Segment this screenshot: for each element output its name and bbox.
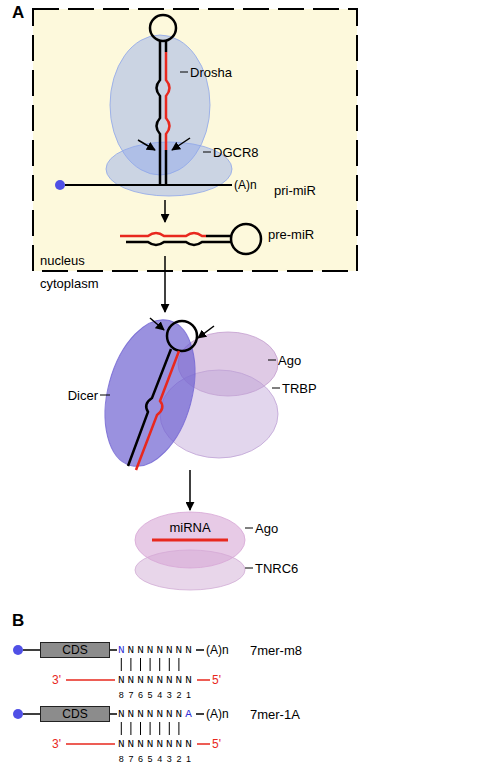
text-label: 8 [119,755,124,764]
rna-strand [206,235,232,238]
text-label: B [12,612,24,629]
text-label: A [12,4,24,21]
mirna-strand [166,52,170,150]
cap-dot [13,645,23,655]
rna-strand [165,40,168,52]
process-arrow [189,470,191,510]
mrna-line [23,713,204,715]
node-label: Ago [278,354,301,367]
cap-dot [55,180,65,190]
text-label: 6 [138,691,143,700]
node-label: CDS [62,644,87,656]
protein-shape [135,550,245,590]
text-label: 3' [52,674,61,686]
text-label: 7mer-1A [250,708,300,721]
rna-loop [231,224,261,254]
cleavage-arrow [150,318,164,330]
text-label: 3 [167,691,172,700]
text-label: 7mer-m8 [250,644,302,657]
text-label: (A)n [206,708,229,720]
rna-loop [167,321,197,351]
text-label: A [185,709,195,720]
text-label: 6 [138,755,143,764]
cleavage-arrow [172,138,190,150]
text-label: (A)n [206,644,229,656]
leader-tick [100,395,110,396]
compartment-box: nucleus DroshaDGCR8 [32,8,358,272]
base-pair-bars [121,658,179,671]
coding-region-outline [41,707,110,722]
node-label: miRNA [169,521,210,534]
mirna-strand [120,233,206,236]
node-label: Dicer [68,389,98,402]
node-label: DGCR8 [213,146,259,159]
protein-shape [135,512,245,568]
protein-ellipse: DGCR8 [106,142,232,196]
protein-ellipse: Dicer [108,318,192,468]
leader-tick [272,388,280,389]
text-label: 5' [212,738,221,750]
mirna-line [66,679,210,681]
leader-tick [245,568,253,569]
text-label: 8 [119,691,124,700]
cleavage-arrow [138,140,155,150]
compartment-outline [33,9,357,271]
rna-strand [126,242,232,245]
mirna-strand [136,351,179,470]
node-label: TRBP [282,382,317,395]
node-label: CDS [62,708,87,720]
text-label: 2 [176,691,181,700]
text-label: NNNNNNNN [118,739,195,750]
text-label: N [118,645,128,656]
step-arrow [164,256,166,312]
protein-shape [160,370,278,458]
text-label: NNNNNNN [118,709,185,720]
text-label: 2 [176,755,181,764]
rna-loop [150,15,176,41]
protein-ellipse: miRNAAgo [135,512,245,568]
coding-region-box: CDS [40,706,110,722]
cap-dot [13,709,23,719]
text-label: 5 [148,755,153,764]
text-label: NNNNNNNN [118,675,195,686]
leader-tick [203,152,211,153]
node-label: Drosha [190,66,232,79]
rna-transcript [65,184,232,186]
node-label: Ago [255,522,278,535]
mirna-strand [152,539,228,542]
leader-tick [245,528,253,529]
coding-region-box: CDS [40,642,110,658]
text-label: 5 [148,691,153,700]
text-label: 4 [157,755,162,764]
mrna-line [23,649,204,651]
text-label: NNNNNNN [128,645,195,656]
node-label: TNRC6 [255,562,298,575]
text-label: 7 [128,691,133,700]
rna-strand [165,150,168,185]
text-label: 5' [212,674,221,686]
mirna-line [66,743,210,745]
leader-tick [180,72,188,73]
node-label: nucleus [40,254,85,267]
step-arrow [164,200,166,222]
text-label: 1 [186,755,191,764]
text-label: cytoplasm [40,277,99,290]
cleavage-arrow [198,326,214,338]
text-label: 3' [52,738,61,750]
node-outline [108,318,192,468]
rna-strand [128,349,171,466]
text-label: 3 [167,755,172,764]
coding-region-outline [41,643,110,658]
text-label: 7 [128,755,133,764]
leader-tick [268,360,276,361]
text-label: 4 [157,691,162,700]
text-label: 1 [186,691,191,700]
rna-strand [157,40,161,185]
base-pair-bars [121,722,179,735]
